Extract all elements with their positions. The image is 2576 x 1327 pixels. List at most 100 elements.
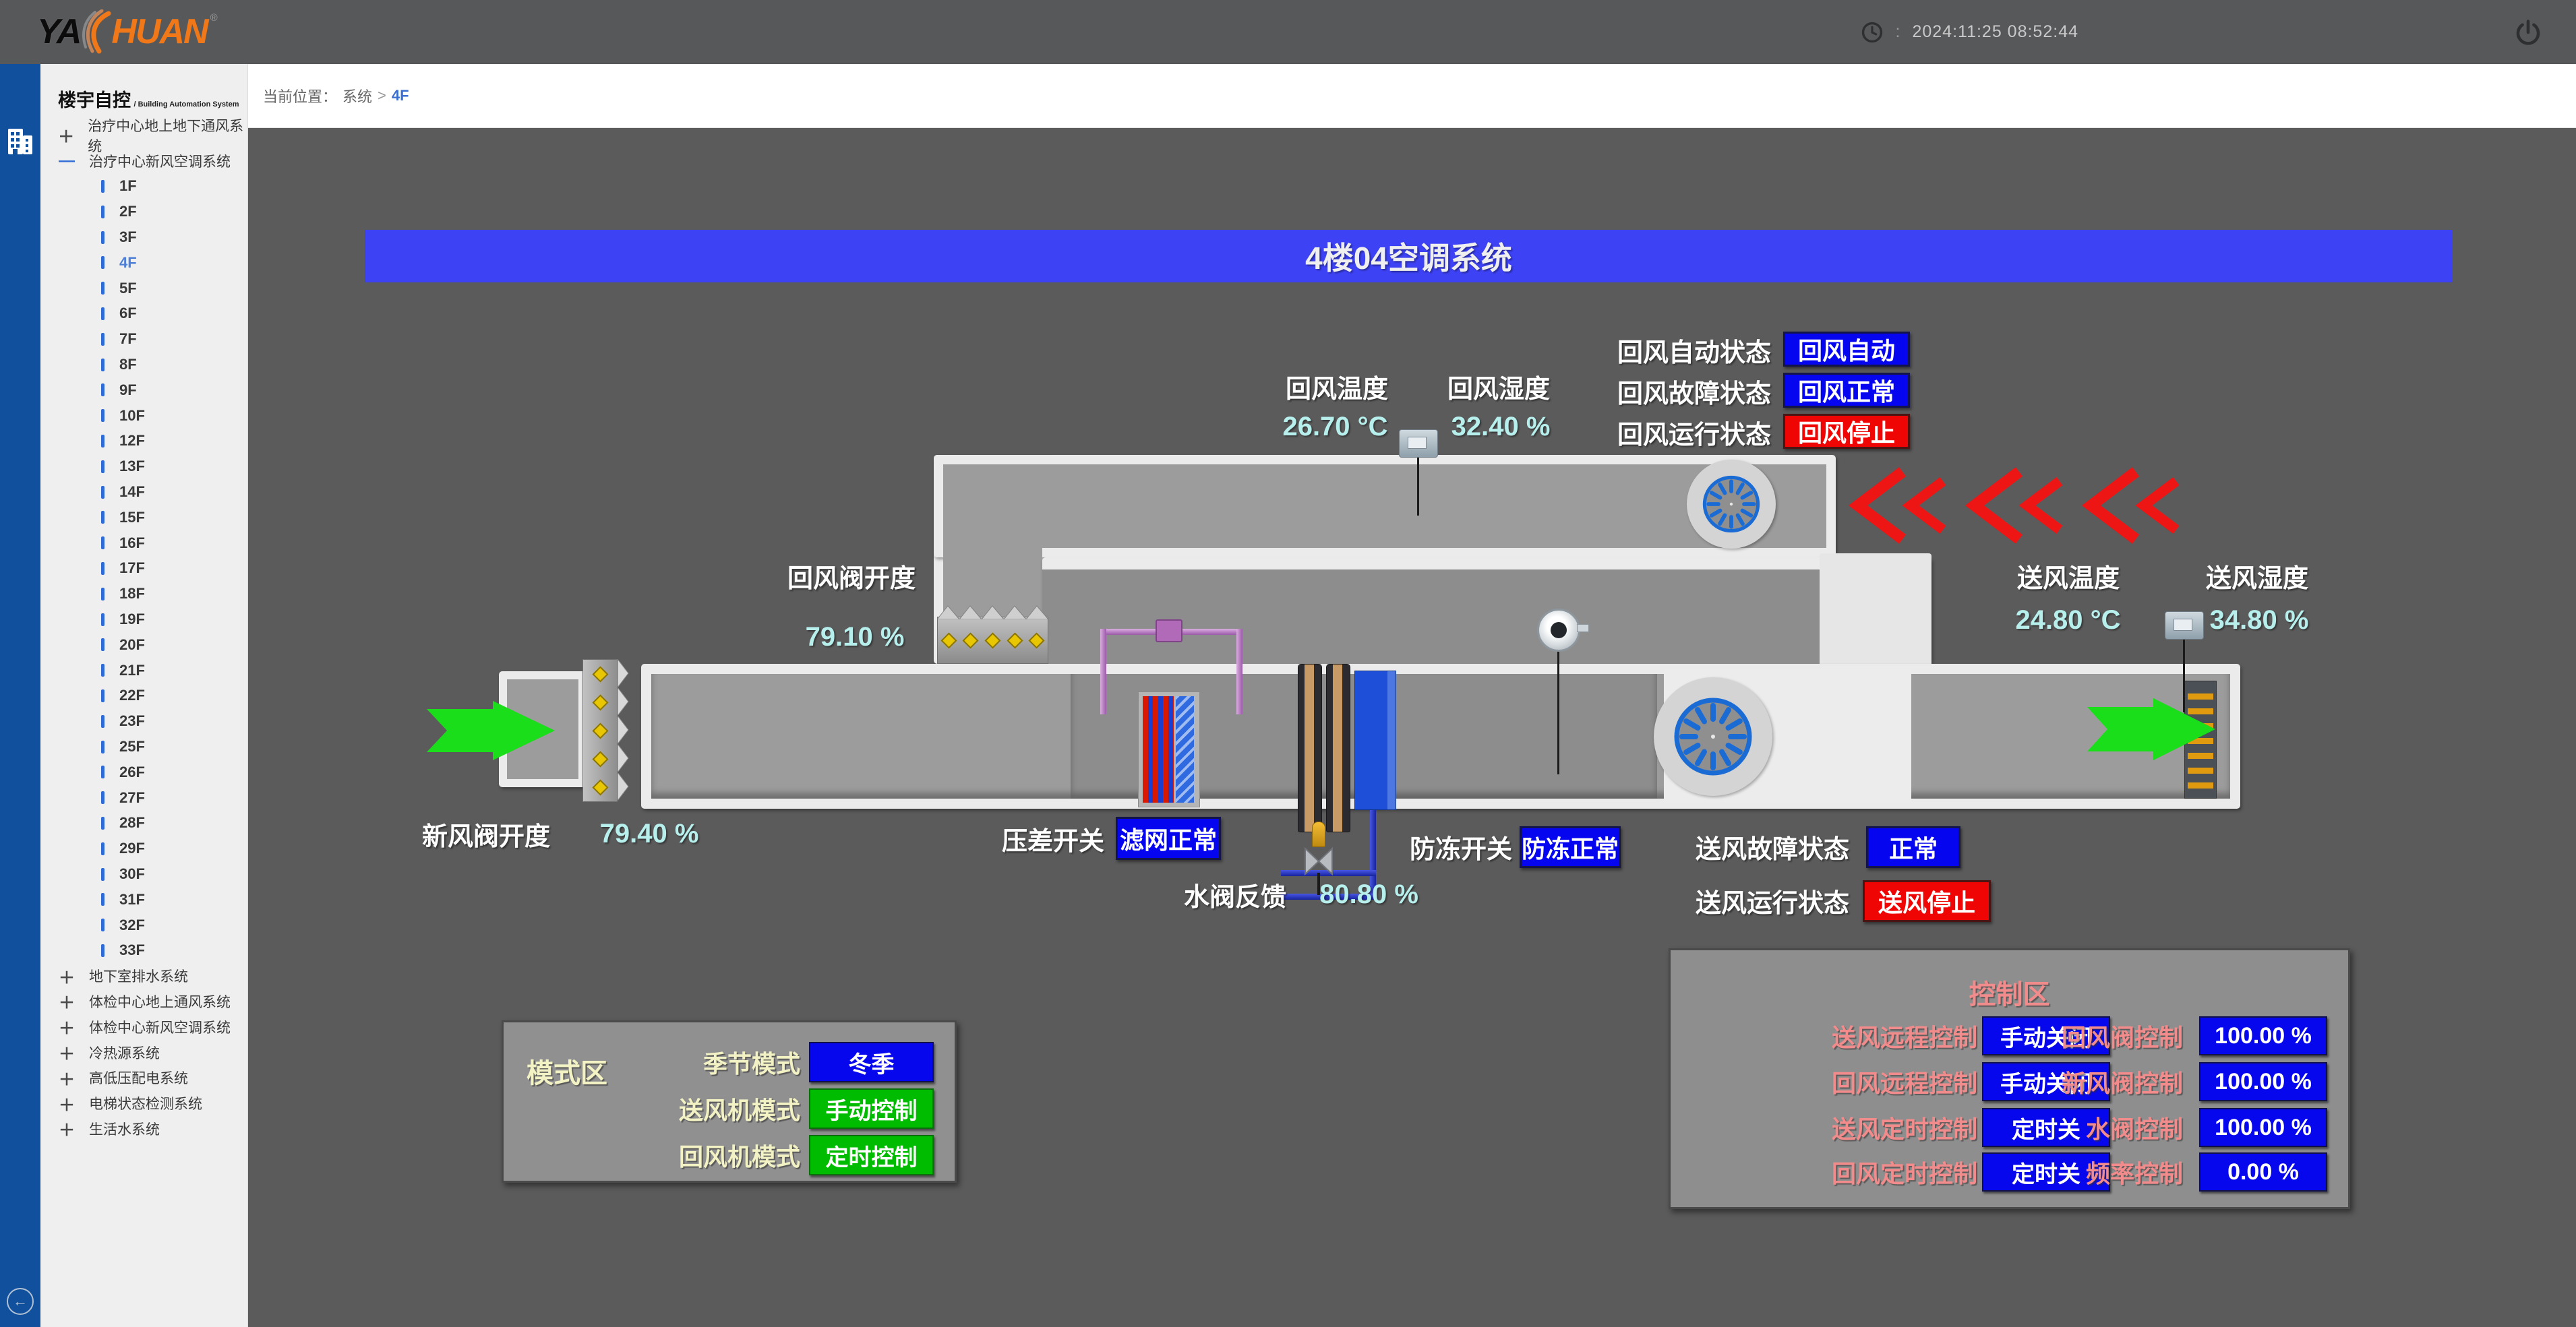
expand-plus-icon[interactable]: ＋ [59, 1121, 75, 1140]
sidebar-item-22F[interactable]: 22F [40, 683, 247, 709]
sidebar-item-19F[interactable]: 19F [40, 607, 247, 632]
sidebar-item-15F[interactable]: 15F [40, 505, 247, 530]
expand-plus-icon[interactable]: ＋ [59, 1020, 75, 1039]
sidebar-item-冷热源系统[interactable]: ＋冷热源系统 [40, 1040, 247, 1066]
filter-media-icon [1176, 696, 1194, 803]
supply-duct-sensor [2165, 611, 2204, 640]
sidebar-item-label: 28F [119, 814, 145, 832]
back-arrow-icon[interactable]: ← [7, 1288, 34, 1315]
return-timer-control-label: 回风定时控制 [1831, 1160, 1977, 1187]
sidebar-item-12F[interactable]: 12F [40, 429, 247, 454]
damper-blade-icon [591, 722, 609, 739]
sidebar-title-main: 楼宇自控 [58, 90, 131, 111]
sidebar-item-高低压配电系统[interactable]: ＋高低压配电系统 [40, 1065, 247, 1090]
supply-humidity-label: 送风湿度 [2205, 564, 2308, 593]
sidebar-item-电梯状态检测系统[interactable]: ＋电梯状态检测系统 [40, 1090, 247, 1116]
expand-plus-icon[interactable]: ＋ [59, 994, 75, 1013]
sidebar-item-体检中心新风空调系统[interactable]: ＋体检中心新风空调系统 [40, 1014, 247, 1040]
floor-bar-icon [101, 307, 104, 320]
mixing-duct-interior [1042, 569, 1905, 664]
damper-blade-icon [591, 665, 609, 683]
season-mode-button[interactable]: 冬季 [809, 1042, 934, 1082]
sidebar-item-label: 22F [119, 687, 145, 704]
sidebar-item-6F[interactable]: 6F [40, 301, 247, 327]
fresh-damper-control-value[interactable]: 100.00 % [2199, 1062, 2327, 1101]
sidebar-item-治疗中心地上地下通风系统[interactable]: ＋ 治疗中心地上地下通风系统 [40, 119, 247, 154]
return-timer-control-button[interactable]: 定时关 [1982, 1152, 2110, 1192]
expand-plus-icon[interactable]: ＋ [59, 968, 75, 987]
return-fan-mode-button[interactable]: 定时控制 [809, 1135, 934, 1175]
filter-coil-assembly [1138, 691, 1200, 807]
sidebar-item-label: 30F [119, 865, 145, 882]
supply-remote-control-button[interactable]: 手动关闭 [1982, 1016, 2110, 1055]
sidebar-item-8F[interactable]: 8F [40, 352, 247, 377]
chilled-water-pipe [1370, 810, 1376, 898]
sidebar-item-label: 16F [119, 534, 145, 551]
supply-run-status-badge: 送风停止 [1863, 880, 1991, 922]
sidebar-item-label: 治疗中心地上地下通风系统 [88, 118, 244, 154]
sidebar-item-label: 12F [119, 432, 145, 450]
sidebar-item-27F[interactable]: 27F [40, 785, 247, 811]
floor-bar-icon [101, 205, 104, 218]
sidebar-item-26F[interactable]: 26F [40, 760, 247, 785]
sidebar-item-4F[interactable]: 4F [40, 250, 247, 276]
expand-plus-icon[interactable]: ＋ [58, 128, 75, 147]
floor-bar-icon [101, 587, 104, 600]
sidebar-item-29F[interactable]: 29F [40, 836, 247, 861]
sidebar-item-16F[interactable]: 16F [40, 530, 247, 556]
sidebar-item-21F[interactable]: 21F [40, 658, 247, 683]
fan-junction-box [1820, 553, 1931, 669]
logo-flame-icon [82, 9, 111, 54]
sidebar-item-17F[interactable]: 17F [40, 556, 247, 582]
sidebar-item-体检中心地上通风系统[interactable]: ＋体检中心地上通风系统 [40, 989, 247, 1014]
water-coil-row [1326, 664, 1350, 832]
supply-temp-label: 送风温度 [2016, 564, 2120, 593]
sidebar-item-生活水系统[interactable]: ＋生活水系统 [40, 1116, 247, 1142]
expand-plus-icon[interactable]: ＋ [59, 1096, 75, 1115]
sidebar-item-31F[interactable]: 31F [40, 887, 247, 913]
fresh-air-flow-arrow-icon [427, 701, 555, 760]
sidebar-title: 楼宇自控 / Building Automation System [40, 64, 247, 112]
sidebar-item-label: 17F [119, 559, 145, 577]
building-icon[interactable] [7, 125, 34, 156]
water-valve-control-value[interactable]: 100.00 % [2199, 1108, 2327, 1147]
sidebar-item-25F[interactable]: 25F [40, 734, 247, 760]
power-icon[interactable] [2514, 18, 2542, 47]
sidebar-item-5F[interactable]: 5F [40, 276, 247, 301]
sidebar-item-30F[interactable]: 30F [40, 861, 247, 887]
sidebar-item-20F[interactable]: 20F [40, 632, 247, 658]
sidebar-item-14F[interactable]: 14F [40, 479, 247, 505]
sidebar-item-13F[interactable]: 13F [40, 454, 247, 479]
antifreeze-sensor [1537, 609, 1589, 652]
sidebar-item-治疗中心新风空调系统[interactable]: —治疗中心新风空调系统 [40, 148, 247, 174]
sidebar-item-1F[interactable]: 1F [40, 174, 247, 199]
return-remote-control-button[interactable]: 手动关闭 [1982, 1062, 2110, 1101]
expand-plus-icon[interactable]: ＋ [59, 1070, 75, 1089]
breadcrumb-section[interactable]: 系统 [342, 88, 373, 105]
sidebar-item-地下室排水系统[interactable]: ＋地下室排水系统 [40, 963, 247, 989]
sidebar-item-2F[interactable]: 2F [40, 199, 247, 224]
brand-logo: YA HUAN ® [37, 8, 218, 55]
frequency-control-value[interactable]: 0.00 % [2199, 1152, 2327, 1192]
supply-fan-mode-button[interactable]: 手动控制 [809, 1088, 934, 1129]
sidebar-item-10F[interactable]: 10F [40, 403, 247, 429]
supply-timer-control-button[interactable]: 定时关 [1982, 1108, 2110, 1147]
expand-plus-icon[interactable]: ＋ [59, 1045, 75, 1064]
sidebar-item-label: 2F [119, 203, 137, 220]
breadcrumb-current[interactable]: 4F [391, 87, 409, 104]
sidebar-item-3F[interactable]: 3F [40, 224, 247, 250]
sidebar-item-9F[interactable]: 9F [40, 377, 247, 403]
sidebar-item-7F[interactable]: 7F [40, 326, 247, 352]
sidebar-item-28F[interactable]: 28F [40, 811, 247, 836]
sidebar-item-33F[interactable]: 33F [40, 938, 247, 964]
sidebar-item-18F[interactable]: 18F [40, 581, 247, 607]
floor-bar-icon [101, 664, 104, 677]
sidebar-item-23F[interactable]: 23F [40, 708, 247, 734]
sidebar-item-32F[interactable]: 32F [40, 913, 247, 938]
return-damper-control-value[interactable]: 100.00 % [2199, 1016, 2327, 1055]
sidebar-item-label: 32F [119, 916, 145, 933]
collapse-minus-icon[interactable]: — [59, 151, 75, 170]
antifreeze-switch-label: 防冻开关 [1409, 835, 1512, 864]
supply-timer-control-label: 送风定时控制 [1831, 1115, 1977, 1143]
